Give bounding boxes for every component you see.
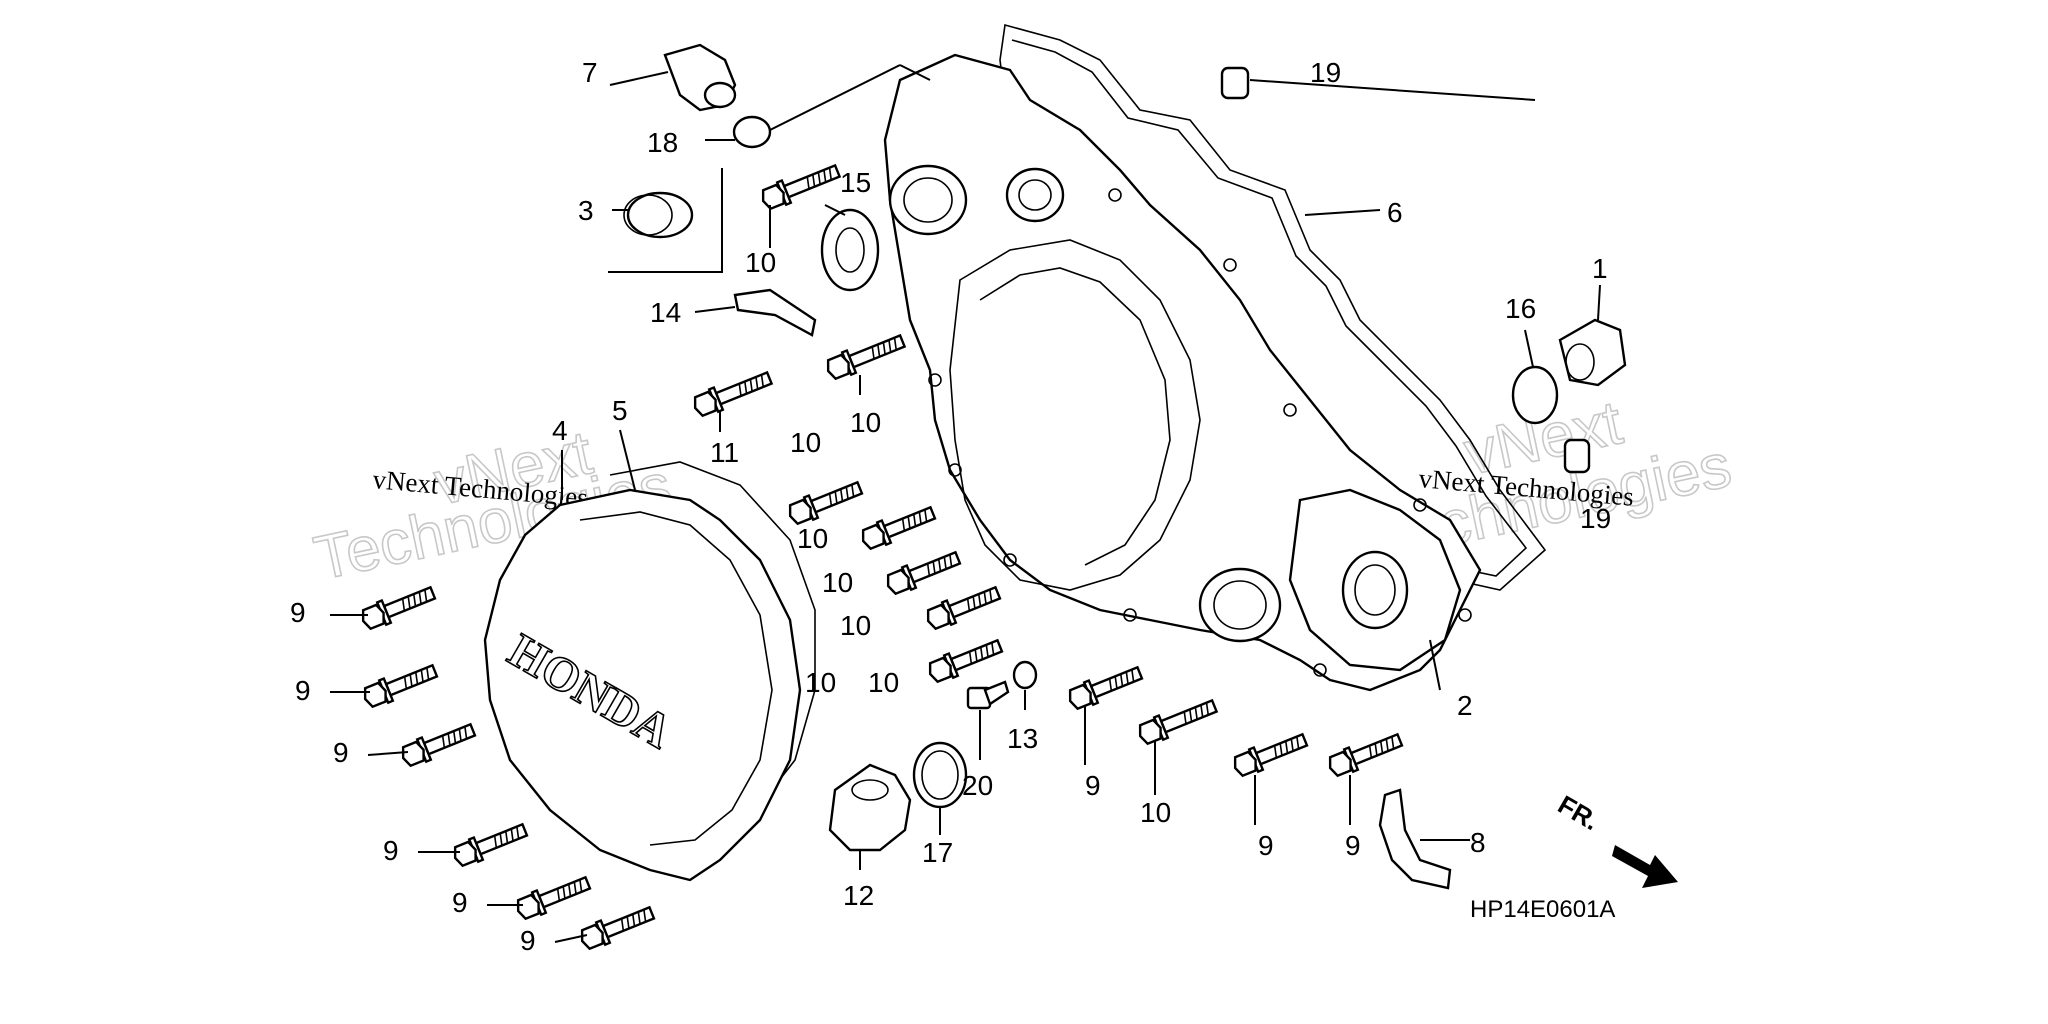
plate-14 [733, 288, 817, 337]
o-ring-18 [732, 115, 772, 149]
callout-14: 14 [650, 297, 681, 328]
bolt [926, 585, 1002, 631]
callout-17: 17 [922, 837, 953, 868]
callout-15: 15 [840, 167, 871, 198]
callout-19-right: 19 [1580, 503, 1611, 534]
leader-line [367, 751, 409, 756]
callout-2: 2 [1457, 690, 1473, 721]
oil-seal-15 [820, 208, 880, 292]
callout-9-b: 9 [295, 675, 311, 706]
callout-10-i: 10 [805, 667, 836, 698]
bolt [928, 638, 1004, 684]
clutch-cover: HONDA [483, 488, 802, 882]
callout-13: 13 [1007, 723, 1038, 754]
callout-9-i: 9 [1345, 830, 1361, 861]
bolt [1138, 698, 1219, 746]
callout-numbers: 7 18 3 10 15 14 19 6 1 16 19 10 11 4 5 1… [290, 57, 1611, 956]
bolts [330, 163, 1404, 951]
bolt [1068, 665, 1144, 711]
ring-16 [1511, 365, 1559, 425]
callout-10: 10 [745, 247, 776, 278]
leader-lines [561, 64, 1601, 870]
callout-10-b: 10 [850, 407, 881, 438]
callout-9-h: 9 [1258, 830, 1274, 861]
callout-9-e: 9 [452, 887, 468, 918]
callout-9-d: 9 [383, 835, 399, 866]
right-crankcase-cover [883, 53, 1482, 692]
leader-line [554, 934, 588, 943]
bolt-20 [966, 680, 1010, 710]
bolt [453, 822, 529, 868]
callout-9-c: 9 [333, 737, 349, 768]
bracket-3-18 [608, 168, 723, 273]
cap-3 [623, 191, 694, 239]
callout-10-d: 10 [797, 523, 828, 554]
callout-20: 20 [962, 770, 993, 801]
callout-18: 18 [647, 127, 678, 158]
callout-11: 11 [710, 437, 739, 468]
oil-filler-cap [663, 43, 737, 112]
callout-19-top: 19 [1310, 57, 1341, 88]
callout-10-f: 10 [840, 610, 871, 641]
callout-9-a: 9 [290, 597, 306, 628]
callout-16: 16 [1505, 293, 1536, 324]
front-direction-arrow: FR. [1553, 789, 1678, 888]
callout-10-g: 10 [868, 667, 899, 698]
bolt [788, 480, 864, 526]
filler-plug [828, 763, 912, 852]
diagram-code: HP14E0601A [1470, 896, 1615, 923]
callout-10-c: 10 [790, 427, 821, 458]
bolt [363, 663, 439, 709]
callout-12: 12 [843, 880, 874, 911]
callout-7: 7 [582, 57, 598, 88]
bolt [1328, 732, 1404, 778]
bolt [361, 585, 437, 631]
callout-8: 8 [1470, 827, 1486, 858]
bolt [1233, 732, 1309, 778]
bolt [761, 163, 842, 211]
hose-8 [1378, 788, 1452, 890]
dowel-19b [1563, 438, 1591, 474]
bolt [580, 905, 656, 951]
bolt [401, 722, 477, 768]
bolt [826, 333, 907, 381]
dowel-19a [1220, 66, 1250, 100]
callout-5: 5 [612, 395, 628, 426]
bolt [516, 875, 592, 921]
callout-9-f: 9 [520, 925, 536, 956]
o-ring-17 [912, 741, 968, 809]
callout-4: 4 [552, 415, 568, 446]
callout-6: 6 [1387, 197, 1403, 228]
washer-13 [1012, 660, 1038, 690]
svg-text:FR.: FR. [1553, 789, 1604, 836]
bolt [861, 505, 937, 551]
callout-10-h: 10 [1140, 797, 1171, 828]
callout-10-e: 10 [822, 567, 853, 598]
crankcase-gasket-inner [1011, 39, 1528, 577]
bolt [886, 550, 962, 596]
callout-1: 1 [1592, 253, 1608, 284]
bolt [693, 370, 774, 418]
callout-3: 3 [578, 195, 594, 226]
collar-1 [1558, 318, 1627, 387]
callout-9-g: 9 [1085, 770, 1101, 801]
